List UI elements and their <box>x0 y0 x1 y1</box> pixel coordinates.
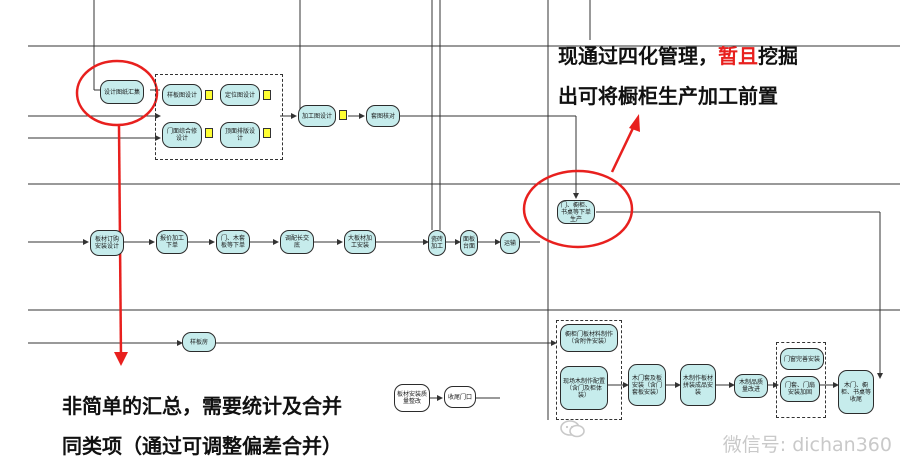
cabinet-group <box>556 320 622 420</box>
flag-marker <box>339 110 347 120</box>
flag-marker <box>205 128 213 138</box>
node-sample-design: 样板图设计 <box>162 84 202 106</box>
node-early-production: 门、橱柜、书桌等下单生产 <box>557 200 595 224</box>
watermark-text: 微信号: dichan360 <box>722 434 892 456</box>
node-tile-processing: 瓷砖加工 <box>428 230 446 256</box>
node-drawing-collection: 设计图纸汇集 <box>100 80 144 104</box>
flag-marker <box>205 90 213 100</box>
node-processing-design: 加工图设计 <box>298 105 336 127</box>
node-wood-order: 门、木套板等下单 <box>216 230 250 254</box>
node-countertop: 面板台面 <box>460 230 478 256</box>
node-briefing: 调配长交底 <box>280 230 314 254</box>
callout-text: 挖掘 <box>758 44 798 68</box>
node-finish-door: 收尾门口 <box>444 386 476 408</box>
node-drawing-check: 套图核对 <box>366 105 400 127</box>
design-group <box>155 74 283 160</box>
callout-top-line2: 出可将橱柜生产加工前置 <box>558 84 778 108</box>
node-position-design: 定位图设计 <box>220 84 260 106</box>
node-window-install: 门窗完善安装 <box>780 348 824 370</box>
callout-bottom-line2: 同类项（通过可调整偏差合并） <box>62 434 342 458</box>
node-door-frame-install: 门套、门扇安装加固 <box>780 376 820 402</box>
flag-marker <box>263 90 271 100</box>
flag-marker <box>263 128 271 138</box>
node-door-design: 门面综合修设计 <box>162 122 202 148</box>
callout-text: 现通过四化管理， <box>558 44 718 68</box>
node-sample-room: 样板房 <box>182 332 216 352</box>
node-transport: 运输 <box>500 232 520 254</box>
node-cabinet-door-production: 橱柜门板材料制作（含附件安装） <box>560 324 618 352</box>
node-board-assembly: 木制作板材拼装成品安装 <box>680 364 716 406</box>
node-quality-improve: 木制品质量改进 <box>734 374 768 398</box>
node-wood-door-install: 木门套及板安装（含门套板安装） <box>628 364 666 406</box>
callout-top-line1: 现通过四化管理，暂且挖掘 <box>558 40 798 69</box>
node-board-quality: 板材安装质量整改 <box>394 384 430 412</box>
node-board-processing: 大板材加工安装 <box>344 230 376 254</box>
node-ceiling-design: 顶面排版设计 <box>220 122 260 148</box>
node-quote-order: 报价加工下单 <box>156 230 188 254</box>
node-board-install-design: 板材订购安装设计 <box>90 230 124 256</box>
node-finishing: 木门、橱柜、书桌等收尾 <box>838 370 874 414</box>
callout-highlight-text: 暂且 <box>718 44 758 68</box>
node-onsite-wood: 现场木制作配置（含门及柜体装） <box>560 366 608 410</box>
wechat-icon <box>560 420 585 438</box>
door-group <box>776 342 826 418</box>
callout-bottom-line1: 非简单的汇总，需要统计及合并 <box>62 394 342 418</box>
